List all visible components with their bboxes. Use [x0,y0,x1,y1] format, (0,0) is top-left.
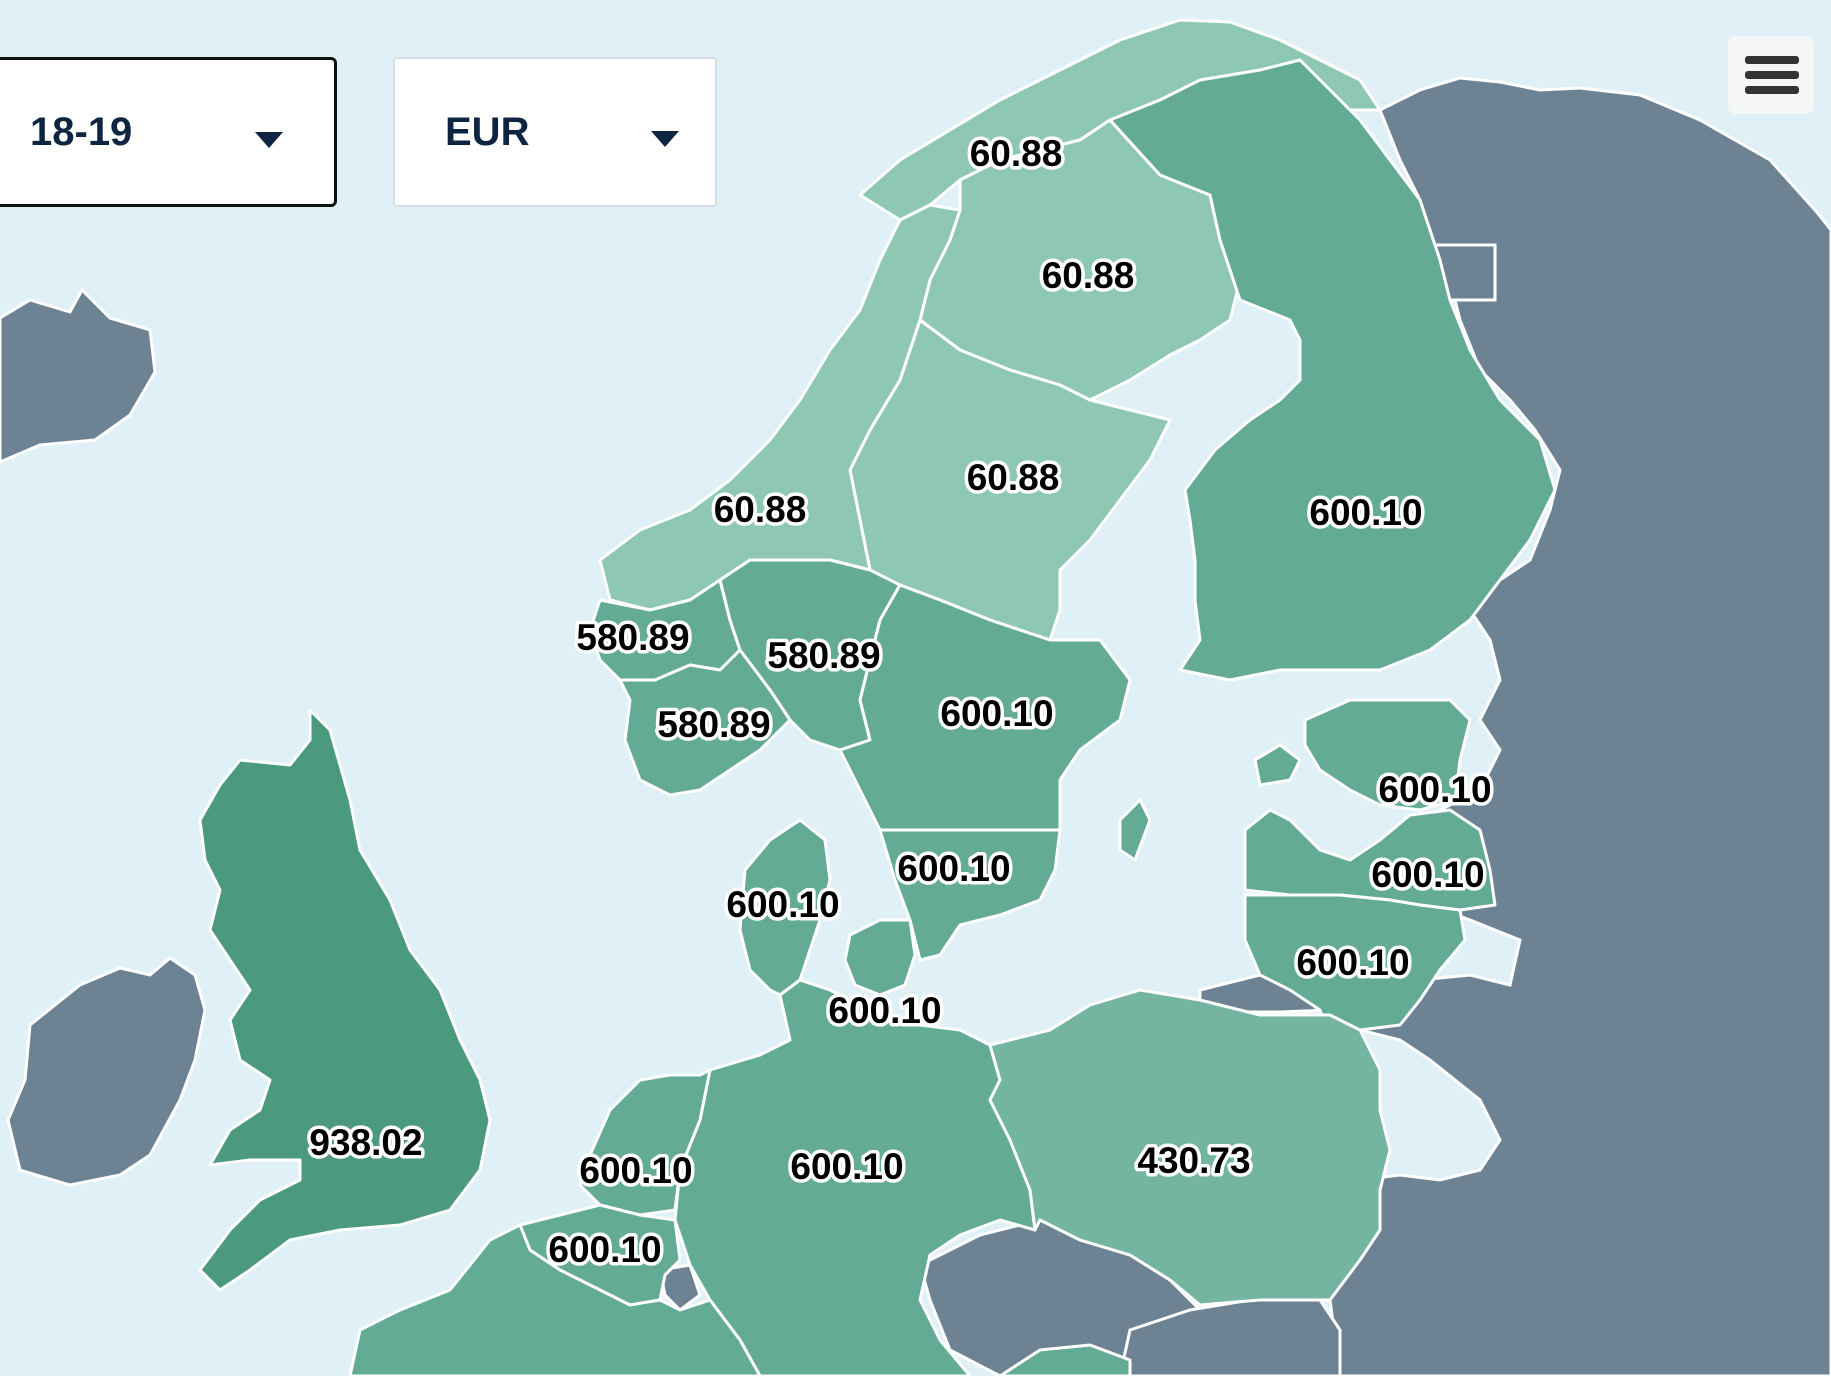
region-luxembourg[interactable] [658,1263,702,1312]
label-estonia: 600.10 [1378,769,1491,810]
chevron-down-icon [651,131,679,147]
chevron-down-icon [255,132,283,148]
label-denmark-west: 600.10 [726,884,839,925]
region-slovakia[interactable] [1118,1298,1342,1376]
value-regions [198,18,1557,1376]
currency-value: EUR [445,109,530,154]
region-ireland[interactable] [6,956,207,1187]
label-norway-west: 580.89 [576,617,689,658]
label-lithuania: 600.10 [1296,942,1409,983]
value-labels: 60.88 60.88 60.88 60.88 600.10 580.89 58… [306,130,1495,1274]
region-austria[interactable] [998,1343,1132,1376]
label-sweden-central-south: 600.10 [940,693,1053,734]
menu-line [1745,71,1799,79]
menu-line [1745,86,1799,94]
label-germany: 600.10 [790,1146,903,1187]
label-united-kingdom: 938.02 [309,1122,422,1163]
label-norway-east: 580.89 [767,635,880,676]
region-norway-south[interactable] [618,648,792,797]
currency-dropdown[interactable]: EUR [393,57,717,207]
label-finland: 600.10 [1309,492,1422,533]
label-belgium: 600.10 [548,1229,661,1270]
label-denmark-east: 600.10 [828,990,941,1031]
region-finland[interactable] [1108,58,1557,682]
region-denmark-west[interactable] [738,818,832,997]
label-poland: 430.73 [1137,1140,1250,1181]
label-netherlands: 600.10 [579,1150,692,1191]
region-poland[interactable] [988,988,1392,1307]
region-united-kingdom[interactable] [198,708,492,1292]
label-norway-south: 580.89 [657,704,770,745]
age-group-dropdown[interactable]: 18-19 [0,57,337,207]
region-lithuania[interactable] [1243,893,1467,1042]
region-saaremaa [1253,743,1302,787]
region-france[interactable] [348,1223,762,1376]
menu-line [1745,56,1799,64]
label-sweden-north: 60.88 [1042,255,1135,296]
label-norway-north: 60.88 [970,133,1063,174]
label-sweden-central-north: 60.88 [967,457,1060,498]
age-group-value: 18-19 [30,109,133,154]
hamburger-menu-icon[interactable] [1728,36,1814,114]
region-gotland [1118,798,1152,862]
region-denmark-east[interactable] [843,918,917,997]
label-latvia: 600.10 [1371,854,1484,895]
region-iceland[interactable] [0,287,157,464]
label-norway-central: 60.88 [714,489,807,530]
label-sweden-south: 600.10 [897,848,1010,889]
region-russia-east[interactable] [1257,76,1831,1376]
region-estonia[interactable] [1303,698,1472,812]
